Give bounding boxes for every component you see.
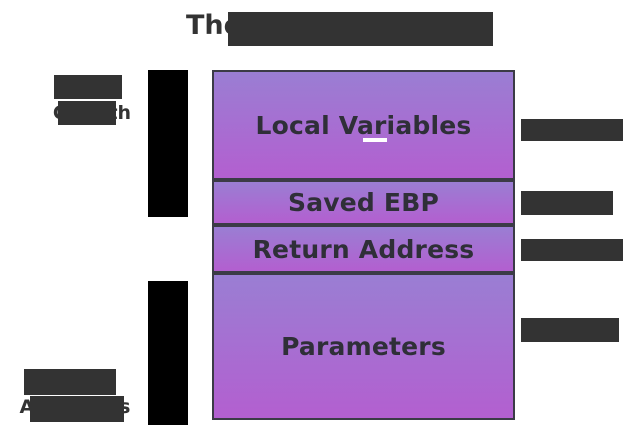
title-redaction-bar <box>228 12 493 46</box>
stack-segment-parameters: Parameters <box>212 273 515 420</box>
right-callout-2-redaction <box>521 191 613 215</box>
stack-growth-redaction-line1 <box>54 75 122 99</box>
stack-growth-arrow-redaction <box>148 70 188 217</box>
stack-segment-saved-ebp: Saved EBP <box>212 180 515 225</box>
stack-growth-label: Stack Growth <box>36 74 148 126</box>
right-callout-3-redaction <box>521 239 623 261</box>
higher-addresses-label: Higher Addresses <box>2 368 148 422</box>
right-callout-4-redaction <box>521 318 619 342</box>
stack-growth-redaction-line2 <box>58 101 116 125</box>
higher-addresses-arrow-redaction <box>148 281 188 425</box>
higher-addresses-redaction-line2 <box>30 396 124 422</box>
stack-segment-return-address: Return Address <box>212 225 515 273</box>
frame-top-notch <box>363 138 387 142</box>
right-callout-1-redaction <box>521 119 623 141</box>
stack-segment-local-variables: Local Variables <box>212 70 515 180</box>
stack-frame: Local Variables Saved EBP Return Address… <box>212 70 515 420</box>
higher-addresses-redaction-line1 <box>24 369 116 395</box>
